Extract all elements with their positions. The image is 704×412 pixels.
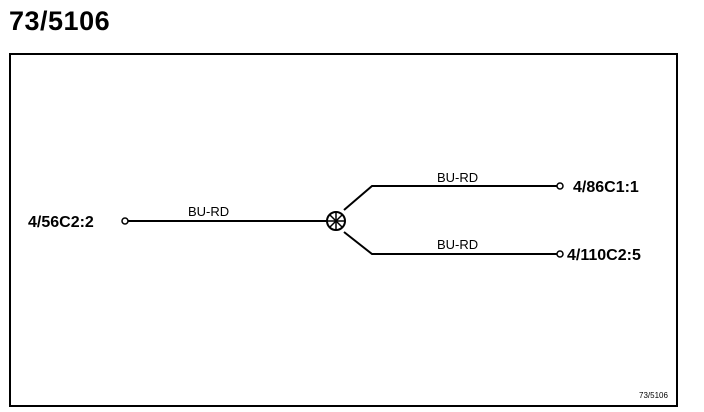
splice-junction-icon [326,211,346,231]
wire-label-upper: BU-RD [437,170,478,185]
connector-label-top-right: 4/86C1:1 [573,179,639,196]
wire-upper-branch [343,185,557,211]
wire-label-lower: BU-RD [437,237,478,252]
connector-label-bottom-right: 4/110C2:5 [567,247,641,264]
wire-label-main: BU-RD [188,204,229,219]
diagram-frame [9,53,678,407]
connector-label-left: 4/56C2:2 [28,214,94,231]
diagram-reference: 73/5106 [639,391,668,400]
terminal-left [121,217,129,225]
wire-lower-branch [343,231,557,255]
page-title: 73/5106 [9,6,111,36]
terminal-top-right [556,182,564,190]
terminal-bottom-right [556,250,564,258]
